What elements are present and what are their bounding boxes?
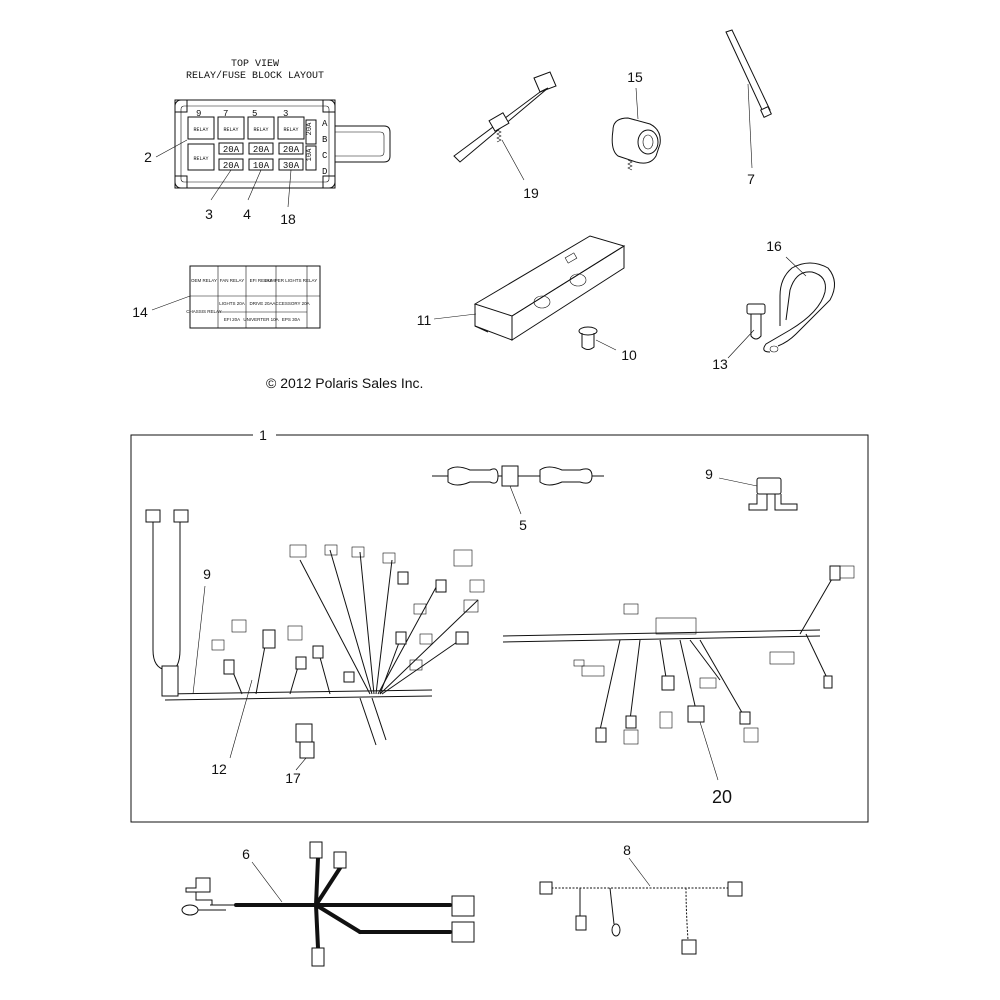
- fuse-rating: 20A: [253, 145, 270, 155]
- top-number: 5: [252, 109, 257, 119]
- callout-4: 4: [243, 206, 251, 222]
- callout-11: 11: [417, 312, 432, 328]
- callout-12: 12: [211, 761, 227, 777]
- callout-13: 13: [712, 356, 728, 372]
- blade-fuse: [718, 477, 798, 511]
- fuse-rating: 20A: [283, 145, 300, 155]
- callout-6: 6: [242, 846, 250, 862]
- relay-label: RELAY: [193, 127, 208, 133]
- row-letter: D: [322, 167, 327, 177]
- callout-1: 1: [259, 427, 267, 443]
- relay-label-decal: OEM RELAY FAN RELAY EFI RELAY BUMPER LIG…: [151, 265, 321, 329]
- harness-clip: [611, 87, 661, 171]
- push-rivet: [578, 326, 617, 351]
- top-number: 7: [223, 109, 228, 119]
- sub-harness-6: [181, 841, 475, 967]
- relay-fuse-block: TOP VIEW RELAY/FUSE BLOCK LAYOUT 9 7 5 3…: [155, 59, 391, 208]
- decal-cell: LIGHTS 20A: [219, 301, 245, 306]
- relay-block-title-1: TOP VIEW: [231, 59, 279, 70]
- decal-cell: ACCESSORY 20A: [272, 301, 309, 306]
- callout-16: 16: [766, 238, 782, 254]
- decal-cell: UNIVERTER 10A: [243, 317, 278, 322]
- callout-3: 3: [205, 206, 213, 222]
- callout-14: 14: [132, 304, 148, 320]
- side-fuse-rating: 20A: [306, 122, 314, 135]
- copyright-text: © 2012 Polaris Sales Inc.: [266, 375, 423, 391]
- top-number: 3: [283, 109, 288, 119]
- callout-7: 7: [747, 171, 755, 187]
- decal-cell: EFI RELAY: [250, 278, 273, 283]
- row-letter: A: [322, 119, 328, 129]
- decal-cell: DRIVE 20A: [249, 301, 272, 306]
- mounting-bracket: [433, 235, 626, 341]
- fuse-rating: 20A: [223, 161, 240, 171]
- fusible-link: [432, 465, 604, 515]
- callout-19: 19: [523, 185, 539, 201]
- side-fuse-rating: 10A: [306, 148, 314, 161]
- row-letter: C: [322, 151, 328, 161]
- tie-strap: [725, 29, 772, 169]
- cable-tie-with-anchor: [453, 71, 557, 181]
- callout-2: 2: [144, 149, 152, 165]
- callout-9-right: 9: [705, 466, 713, 482]
- callout-17: 17: [285, 770, 301, 786]
- callout-9-left: 9: [203, 566, 211, 582]
- fuse-rating: 10A: [253, 161, 270, 171]
- top-number: 9: [196, 109, 201, 119]
- sub-harness-8: [539, 857, 743, 955]
- main-harness-frame: [130, 434, 869, 823]
- decal-cell: OEM RELAY: [191, 278, 217, 283]
- callout-18: 18: [280, 211, 296, 227]
- callout-8: 8: [623, 842, 631, 858]
- bolt: [727, 303, 766, 359]
- fuse-rating: 30A: [283, 161, 300, 171]
- relay-label: RELAY: [193, 156, 208, 162]
- row-letter: B: [322, 135, 328, 145]
- relay-block-title-2: RELAY/FUSE BLOCK LAYOUT: [186, 70, 324, 82]
- decal-cell: CHASSIS RELAY: [186, 309, 221, 314]
- decal-cell: FAN RELAY: [220, 278, 244, 283]
- callout-5: 5: [519, 517, 527, 533]
- callout-15: 15: [627, 69, 643, 85]
- relay-label: RELAY: [253, 127, 268, 133]
- fuse-rating: 20A: [223, 145, 240, 155]
- p-clamp: [763, 256, 835, 353]
- chassis-harness-right: [502, 565, 855, 781]
- callout-10: 10: [621, 347, 637, 363]
- decal-cell: EPS 30A: [282, 317, 300, 322]
- connector-cap: [295, 723, 315, 771]
- chassis-harness-left: [145, 509, 485, 759]
- callout-20: 20: [712, 787, 732, 807]
- decal-cell: EFI 20A: [224, 317, 240, 322]
- relay-label: RELAY: [223, 127, 238, 133]
- decal-cell: BUMPER LIGHTS RELAY: [265, 278, 317, 283]
- relay-label: RELAY: [283, 127, 298, 133]
